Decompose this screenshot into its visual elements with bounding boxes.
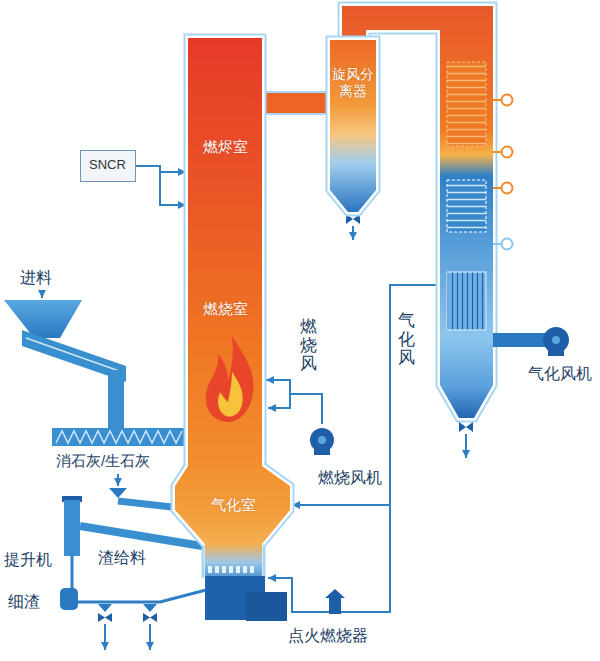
grate-bar	[229, 566, 233, 573]
header-circles	[493, 95, 513, 250]
furnace-column-shape	[186, 36, 266, 470]
furnace-bottom	[203, 544, 287, 621]
node-text: 燃烧室	[203, 300, 248, 318]
node-text: 气化风机	[528, 364, 592, 383]
air-label: 燃烧风	[300, 318, 317, 374]
grate-bar	[215, 566, 219, 573]
fan-duct	[493, 333, 541, 347]
part-label: 消石灰/生石灰	[56, 452, 150, 470]
grate-bar	[208, 566, 212, 573]
node-text: 旋风分离器	[331, 66, 375, 100]
grate-bar	[236, 566, 240, 573]
gasification-fan: 气化风机	[520, 322, 600, 382]
air-pipe-connector	[266, 380, 322, 424]
node-text: 燃烧风机	[318, 468, 382, 487]
part-label: 渣给料	[98, 548, 146, 567]
cyclone-separator: 旋风分离器	[328, 40, 378, 215]
gasification-chamber: 气化室	[174, 466, 292, 546]
grate-bar	[250, 566, 254, 573]
part-label: 细渣	[8, 592, 40, 611]
air-label: 气化风	[398, 312, 415, 368]
sncr-box: SNCR	[80, 150, 136, 182]
furnace-column: 燃烬室燃烧室	[186, 36, 266, 470]
feed-system	[4, 290, 190, 446]
node-text: 燃烬室	[203, 138, 248, 156]
screw-flight	[56, 431, 182, 443]
node-text: 气化室	[211, 496, 256, 514]
discharge-valves	[346, 214, 473, 458]
air-pipe-connector	[136, 166, 186, 172]
node-text: SNCR	[89, 157, 127, 174]
flue-duct	[262, 92, 332, 114]
part-label: 提升机	[4, 550, 52, 569]
sncr-branch	[160, 172, 186, 205]
combustion-fan: 燃烧风机	[304, 424, 396, 488]
combustion-air-branch	[268, 394, 290, 408]
part-label: 点火燃烧器	[288, 626, 368, 645]
grate-bar	[222, 566, 226, 573]
grate-bar	[243, 566, 247, 573]
ignition-burner-symbol	[325, 589, 345, 614]
part-label: 进料	[20, 268, 52, 287]
